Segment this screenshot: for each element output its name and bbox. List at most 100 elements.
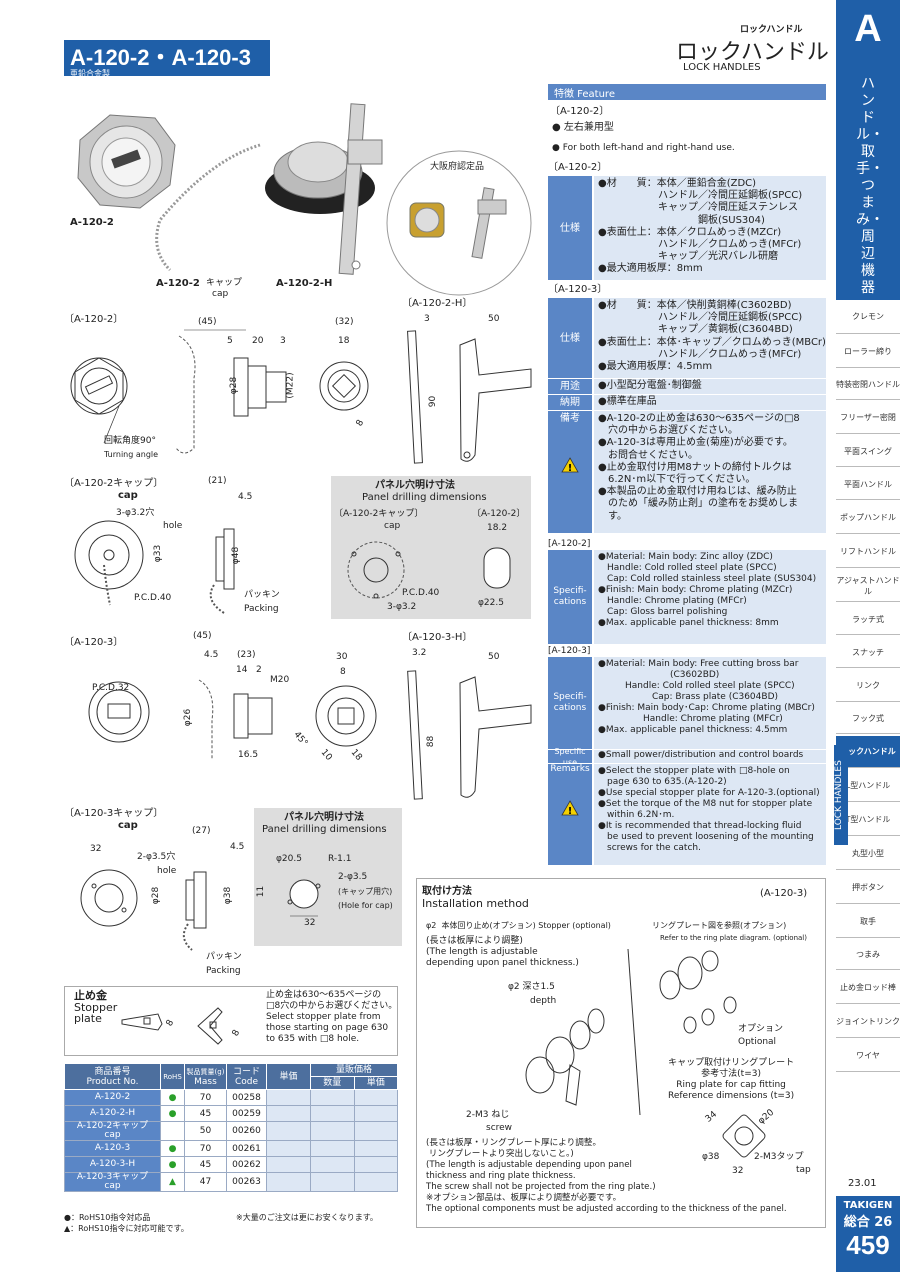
sidebar-item[interactable]: 平面ハンドル — [836, 469, 900, 500]
cell-price — [310, 1140, 355, 1157]
cell-mass: 47 — [184, 1172, 227, 1192]
dim-cap-45: 4.5 — [238, 492, 253, 502]
photo-label-cap: A-120-2 — [156, 278, 200, 289]
sidebar-item[interactable]: リンク — [836, 670, 900, 702]
cell-price — [310, 1089, 355, 1106]
turning-angle-jp: 回転角度90° — [104, 436, 156, 446]
sidebar-item[interactable]: アジャストハンドル — [836, 570, 900, 602]
sidebar-item[interactable]: 特装密閉ハンドル — [836, 370, 900, 400]
cell-pn: A-120-3-H — [64, 1156, 161, 1173]
drawing-a1203cap-title-en: cap — [118, 820, 138, 831]
svg-text:!: ! — [568, 806, 573, 816]
dim-h-3: 3 — [424, 314, 430, 324]
cell-price — [310, 1156, 355, 1173]
sidebar-item[interactable]: 丸型小型 — [836, 838, 900, 870]
dim3c-32: 32 — [90, 844, 102, 854]
cap-hole-en: hole — [163, 521, 183, 531]
sidebar-item[interactable]: ラッチ式 — [836, 604, 900, 635]
spec-en-a1202-model: [A-120-2] — [548, 539, 591, 549]
cell-rohs — [160, 1121, 185, 1141]
stopper-plate-box — [64, 986, 398, 1056]
photo-label-cap-jp: キャップ — [206, 278, 243, 288]
sidebar-item[interactable]: クレモン — [836, 300, 900, 334]
dim-20: 20 — [252, 336, 264, 346]
stopper-title-en: Stopper plate — [74, 1001, 118, 1025]
th-mass-en: Mass — [194, 1076, 217, 1087]
sidebar-section-a[interactable]: A ハンドル・取手・つまみ・周辺機器 — [836, 0, 900, 300]
install-note: (長さは板厚・リングプレート厚により調整。 リングプレートより突出しないこと。)… — [426, 1138, 787, 1214]
cell-rohs: ● — [160, 1140, 185, 1157]
sidebar-item[interactable]: 平面スイング — [836, 436, 900, 467]
drawing-a1203h — [407, 670, 532, 800]
drawing-a1202cap — [74, 520, 235, 614]
ring-dim-32: 32 — [732, 1166, 744, 1176]
sidebar-item[interactable]: フック式 — [836, 704, 900, 734]
sidebar-item[interactable]: 止め金ロッド棒 — [836, 972, 900, 1004]
spec-label: 仕様 — [548, 298, 592, 378]
cell-price — [310, 1121, 355, 1141]
sidebar-item[interactable]: フリーザー密閉 — [836, 402, 900, 434]
install-length-note: (長さは板厚により調整) (The length is adjustable d… — [426, 936, 579, 968]
delivery-text: ●標準在庫品 — [594, 395, 826, 410]
sidebar-item[interactable]: T型ハンドル — [836, 804, 900, 836]
drill1-title: パネル穴明け寸法 — [375, 480, 455, 491]
stopper-title-jp: 止め金 — [74, 989, 107, 1002]
sidebar-item[interactable]: ジョイントリンク — [836, 1006, 900, 1038]
drill1-phi22-5: φ22.5 — [478, 598, 504, 608]
cell-price — [310, 1105, 355, 1122]
cell-pn: A-120-3 — [64, 1140, 161, 1157]
osaka-certified-photo — [386, 150, 532, 296]
drill2-title: パネル穴明け寸法 — [284, 812, 364, 823]
spec-label: 仕様 — [548, 176, 592, 280]
drawing-installation — [525, 948, 737, 1116]
spec-en-label: Specifi- cations — [548, 657, 592, 749]
dim3c-phi38: φ38 — [223, 886, 234, 905]
photo-label-handle: A-120-2-H — [276, 278, 333, 289]
th-code-jp: コード — [232, 1066, 260, 1077]
cell-price — [266, 1172, 311, 1192]
cap3-hole-jp: 2-φ3.5穴 — [137, 852, 176, 862]
cell-price — [353, 1156, 398, 1173]
sidebar-item[interactable]: 押ボタン — [836, 872, 900, 904]
drawing-stopper — [121, 1007, 223, 1045]
sidebar-item[interactable]: ポップハンドル — [836, 502, 900, 534]
drawing-ring-plate — [722, 1114, 766, 1158]
ring-tap-en: tap — [796, 1165, 811, 1175]
cell-code: 00260 — [226, 1121, 267, 1141]
install-title-jp: 取付け方法 — [422, 886, 472, 897]
sidebar-item[interactable]: スナッチ — [836, 637, 900, 668]
feature-model: 〔A-120-2〕 — [550, 106, 610, 117]
th-rohs: RoHS — [160, 1063, 185, 1090]
specific-use-label: Specific use — [548, 747, 592, 767]
delivery-label: 納期 — [548, 395, 592, 410]
cell-rohs: ● — [160, 1156, 185, 1173]
use-text: ●小型配分電盤･制御盤 — [594, 379, 826, 394]
install-depth: φ2 深さ1.5 — [508, 982, 555, 992]
remarks-text: ●A-120-2の止め金は630～635ページの□8 穴の中からお選びください。… — [594, 411, 826, 533]
dim3-23: (23) — [237, 650, 256, 660]
ring-dim-phi38: φ38 — [702, 1152, 720, 1162]
cell-price — [266, 1156, 311, 1173]
cell-code: 00262 — [226, 1156, 267, 1173]
page-footer-box: TAKIGEN 総合 26 459 — [836, 1196, 900, 1272]
legend-rohs-compliant: ●：RoHS10指令対応品 — [64, 1213, 151, 1222]
a120-2-handle-photo — [338, 103, 383, 275]
install-screw: 2-M3 ねじ — [466, 1110, 510, 1120]
install-ring-ref: キャップ取付けリングプレート 参考寸法(t=3) Ring plate for … — [668, 1058, 795, 1101]
sidebar-item[interactable]: つまみ — [836, 940, 900, 970]
sidebar-item[interactable]: L型ハンドル — [836, 770, 900, 802]
drawing-a1203cap-title: 〔A-120-3キャップ〕 — [64, 808, 164, 819]
use-label: 用途 — [548, 379, 592, 394]
sidebar-item[interactable]: 取手 — [836, 906, 900, 938]
drawing-a1202cap-title-en: cap — [118, 490, 138, 501]
sidebar-item[interactable]: ワイヤ — [836, 1040, 900, 1072]
packing3-en: Packing — [206, 966, 241, 976]
sidebar-item[interactable]: リフトハンドル — [836, 536, 900, 568]
sidebar-item[interactable]: ローラー締り — [836, 336, 900, 368]
drawing-a1203 — [88, 679, 377, 760]
dim-32: (32) — [335, 317, 354, 327]
th-mass-jp: 製品質量(g) — [186, 1067, 225, 1076]
cell-pn: A-120-2キャップ cap — [64, 1121, 161, 1141]
